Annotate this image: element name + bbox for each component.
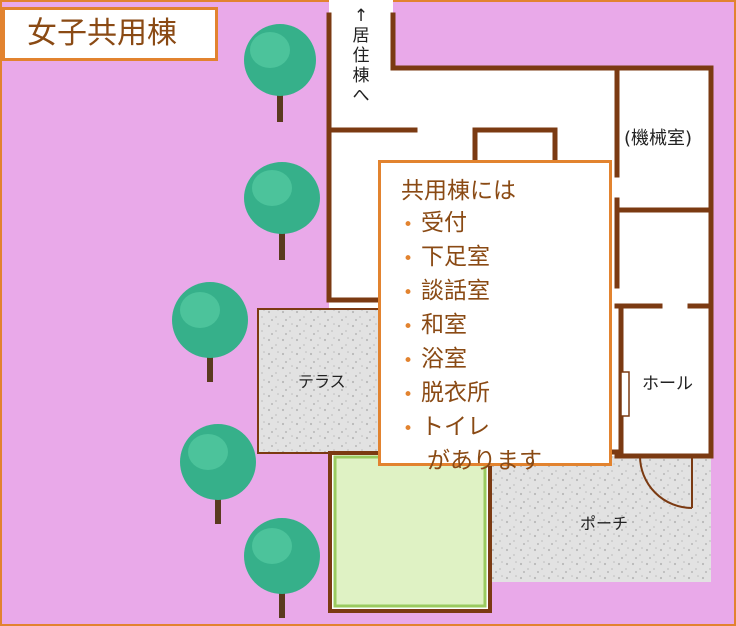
facility-item: •トイレ — [403, 414, 491, 440]
facility-item: •浴室 — [403, 346, 468, 372]
tree — [180, 424, 256, 524]
facilities-footer: があります — [427, 448, 542, 474]
door-swing — [639, 455, 693, 509]
facility-item: •下足室 — [403, 244, 491, 270]
machine-room-label: (機械室) — [624, 128, 693, 149]
tree — [244, 24, 316, 122]
facility-item: •受付 — [403, 210, 468, 236]
arrow-label-char: 居 — [352, 26, 370, 46]
up-arrow-icon: ↑ — [353, 6, 369, 26]
arrow-label-char: 棟 — [352, 66, 370, 86]
tree — [244, 162, 320, 260]
porch-area — [489, 456, 711, 582]
facility-item: •談話室 — [403, 278, 491, 304]
arrow-label-char: へ — [352, 86, 370, 106]
terrace-label: テラス — [298, 372, 346, 391]
arrow-label-char: 住 — [352, 46, 370, 66]
porch-label: ポーチ — [580, 514, 629, 533]
facility-item: •和室 — [403, 312, 468, 338]
hall-door — [620, 371, 630, 417]
facilities-callout: 共用棟には •受付 •下足室 •談話室 •和室 •浴室 •脱衣所 •トイレ があ… — [378, 160, 612, 474]
facilities-heading: 共用棟には — [401, 178, 516, 204]
hall-label: ホール — [642, 374, 693, 394]
walls — [326, 12, 714, 459]
tree — [172, 282, 248, 382]
tree — [244, 518, 320, 618]
to-residence-label: ↑ 居 住 棟 へ — [331, 0, 391, 126]
building-title: 女子共用棟 — [2, 7, 218, 61]
tatami-mat — [333, 455, 487, 608]
facility-item: •脱衣所 — [403, 380, 491, 406]
